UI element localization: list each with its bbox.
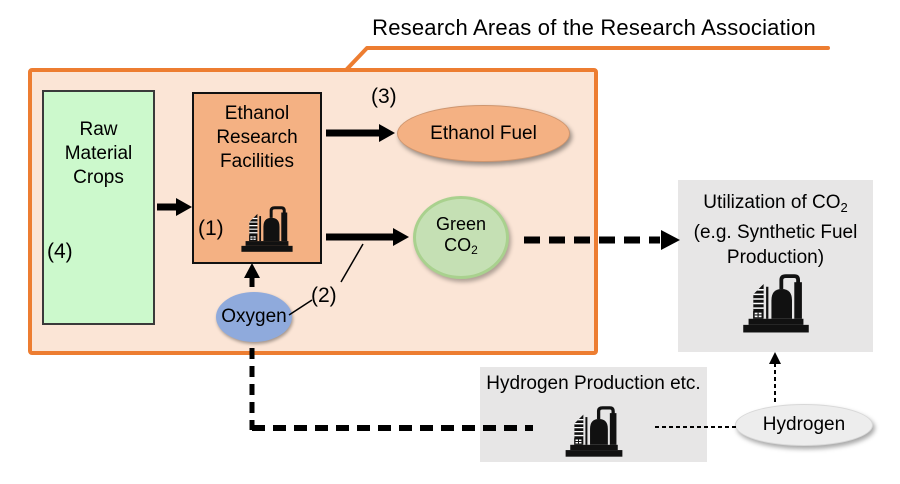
- marker-2: (2): [311, 284, 337, 307]
- node-hydrogen-production: Hydrogen Production etc.: [480, 367, 707, 462]
- node-co2-utilization: Utilization of CO2 (e.g. Synthetic Fuel …: [678, 180, 873, 352]
- eth-label-line1: Ethanol: [224, 103, 290, 124]
- raw-label-line1: Raw: [79, 119, 118, 140]
- node-oxygen: Oxygen: [216, 292, 292, 342]
- title-callout-underline: [345, 46, 830, 71]
- node-hydrogen: Hydrogen: [735, 404, 873, 446]
- oxygen-label: Oxygen: [221, 306, 287, 327]
- hydrogen-production-label: Hydrogen Production etc.: [486, 373, 701, 394]
- factory-icon: [734, 270, 818, 334]
- raw-material-crops-label: Raw Material Crops: [44, 118, 153, 190]
- dotted-arrow-hydrogen-to-utilization: [769, 352, 781, 402]
- raw-label-line3: Crops: [73, 167, 124, 188]
- factory-icon: [561, 394, 627, 458]
- node-raw-material-crops: Raw Material Crops: [42, 90, 155, 325]
- eth-label-line3: Facilities: [220, 151, 294, 172]
- diagram-title: Research Areas of the Research Associati…: [372, 15, 816, 40]
- green-co2-label-line1: Green: [435, 214, 487, 234]
- eth-label-line2: Research: [216, 127, 298, 148]
- factory-icon: [235, 203, 299, 253]
- hydrogen-label: Hydrogen: [762, 414, 846, 435]
- raw-label-line2: Material: [64, 143, 133, 164]
- co2-utilization-label-line1: Utilization of CO2: [703, 192, 848, 215]
- marker-4: (4): [47, 240, 73, 263]
- node-green-co2: Green CO2: [413, 196, 509, 279]
- marker-1: (1): [198, 217, 224, 240]
- ethanol-fuel-label: Ethanol Fuel: [430, 122, 537, 144]
- green-co2-formula: CO2: [444, 235, 478, 257]
- co2-utilization-label-line3: Production): [726, 247, 825, 268]
- co2-utilization-label-line2: (e.g. Synthetic Fuel: [693, 222, 858, 243]
- node-ethanol-fuel: Ethanol Fuel: [397, 105, 570, 162]
- marker-3: (3): [371, 85, 397, 108]
- ethanol-facilities-label: Ethanol Research Facilities: [194, 102, 320, 174]
